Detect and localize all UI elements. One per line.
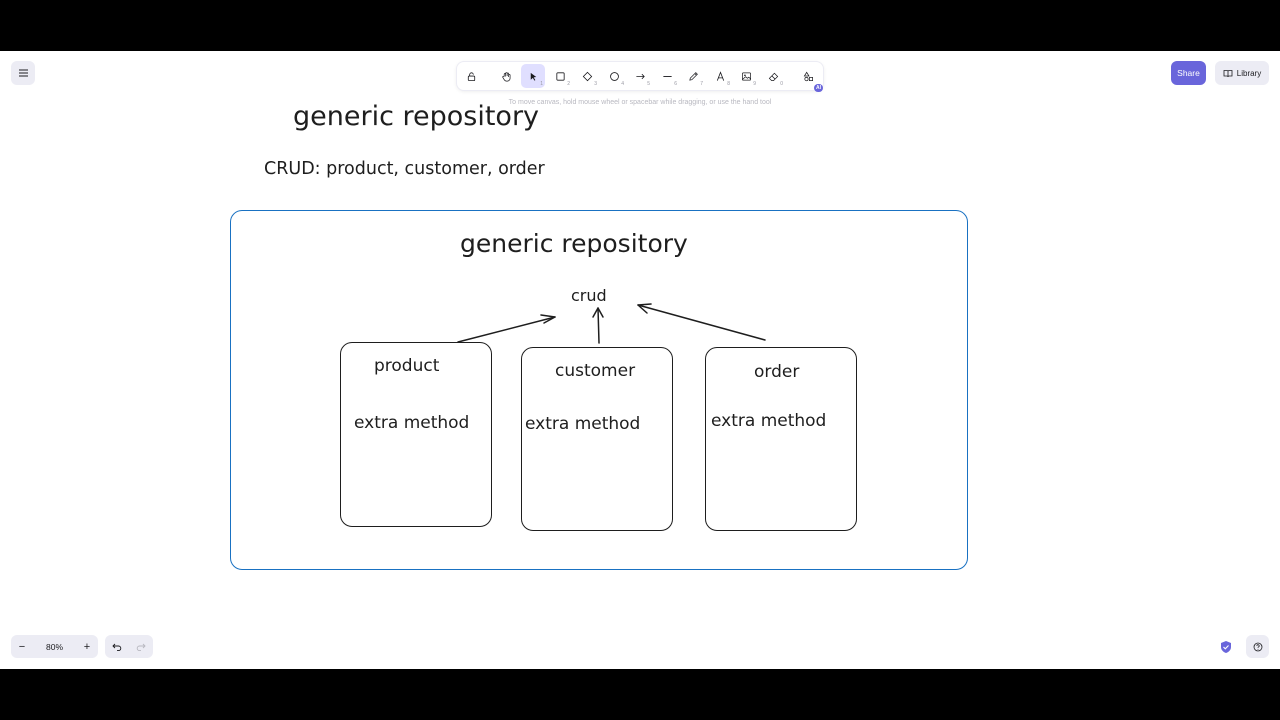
selection-icon — [530, 72, 536, 81]
product-box[interactable] — [340, 342, 492, 527]
tool-selection[interactable]: 1 — [521, 64, 545, 88]
text-icon — [716, 70, 724, 81]
tool-arrow[interactable]: 5 — [628, 64, 652, 88]
help-button[interactable] — [1246, 635, 1269, 658]
library-button[interactable]: Library — [1215, 61, 1269, 85]
hamburger-menu-icon — [18, 69, 28, 77]
rectangle-icon — [555, 71, 565, 81]
help-icon — [1253, 642, 1262, 651]
image-icon — [741, 71, 751, 81]
tool-shortcut-number: 1 — [540, 81, 543, 87]
tool-shortcut-number: 3 — [594, 81, 597, 87]
tool-shortcut-number: 9 — [753, 81, 756, 87]
tool-lock[interactable] — [459, 64, 483, 88]
tool-text[interactable]: 8 — [708, 64, 732, 88]
tool-eraser[interactable]: 0 — [761, 64, 785, 88]
product-to-crud-arrow[interactable] — [457, 314, 556, 343]
order-box[interactable] — [705, 347, 857, 531]
tool-shortcut-number: 2 — [567, 81, 570, 87]
main-menu-button[interactable] — [11, 61, 35, 85]
tool-line[interactable]: 6 — [655, 64, 679, 88]
undo-icon[interactable] — [112, 642, 122, 651]
tool-rectangle[interactable]: 2 — [548, 64, 572, 88]
hand-icon — [501, 71, 510, 81]
customer-to-crud-arrow[interactable] — [592, 307, 604, 344]
arrow-icon — [635, 73, 645, 79]
tool-pencil[interactable]: 7 — [681, 64, 705, 88]
tool-shortcut-number: 5 — [647, 81, 650, 87]
tool-ellipse[interactable]: 4 — [602, 64, 626, 88]
canvas-heading[interactable]: generic repository — [293, 101, 540, 132]
tool-image[interactable]: 9 — [734, 64, 758, 88]
tool-shortcut-number: 7 — [700, 81, 703, 87]
redo-icon[interactable] — [136, 642, 146, 651]
product-box-body: extra method — [354, 413, 470, 433]
tool-shortcut-number: 6 — [674, 81, 677, 87]
zoom-out-button[interactable]: − — [18, 640, 26, 653]
pencil-icon — [688, 71, 698, 81]
ellipse-icon — [609, 71, 619, 81]
tool-shortcut-number: 8 — [727, 81, 730, 87]
lock-icon — [467, 71, 475, 81]
order-box-body: extra method — [711, 411, 827, 431]
order-to-crud-arrow[interactable] — [637, 303, 766, 341]
eraser-icon — [768, 72, 778, 81]
diamond-icon — [582, 71, 592, 81]
zoom-controls: − 80% + — [11, 635, 98, 658]
ai-badge: AI — [814, 84, 823, 92]
tool-more-shapes[interactable]: AI — [796, 64, 823, 92]
share-button[interactable]: Share — [1171, 61, 1206, 85]
library-icon — [1223, 69, 1233, 77]
tool-shortcut-number: 0 — [780, 81, 783, 87]
zoom-reset-button[interactable]: 80% — [45, 641, 63, 652]
zoom-in-button[interactable]: + — [83, 640, 91, 653]
frame-heading[interactable]: generic repository — [460, 229, 688, 258]
customer-box-body: extra method — [525, 414, 641, 434]
shapes-toolbar: 1 2 3 4 5 6 7 8 — [457, 62, 823, 92]
shapes-icon — [803, 71, 813, 81]
repository-frame[interactable] — [230, 210, 968, 570]
tool-diamond[interactable]: 3 — [575, 64, 599, 88]
canvas-hint: To move canvas, hold mouse wheel or spac… — [508, 99, 772, 106]
tool-shortcut-number: 4 — [621, 81, 624, 87]
library-label: Library — [1236, 68, 1262, 78]
product-box-title: product — [374, 356, 440, 376]
encryption-shield-icon[interactable] — [1219, 640, 1233, 654]
arrows-layer — [457, 303, 766, 344]
line-icon — [662, 75, 672, 77]
undo-redo-controls — [105, 635, 153, 658]
order-box-title: order — [754, 362, 800, 382]
customer-box[interactable] — [521, 347, 673, 531]
customer-box-title: customer — [555, 361, 636, 381]
crud-label[interactable]: crud — [571, 286, 607, 305]
excalidraw-app: 1 2 3 4 5 6 7 8 — [0, 51, 1280, 669]
canvas-subheading[interactable]: CRUD: product, customer, order — [264, 159, 545, 179]
tool-hand[interactable] — [494, 64, 518, 88]
